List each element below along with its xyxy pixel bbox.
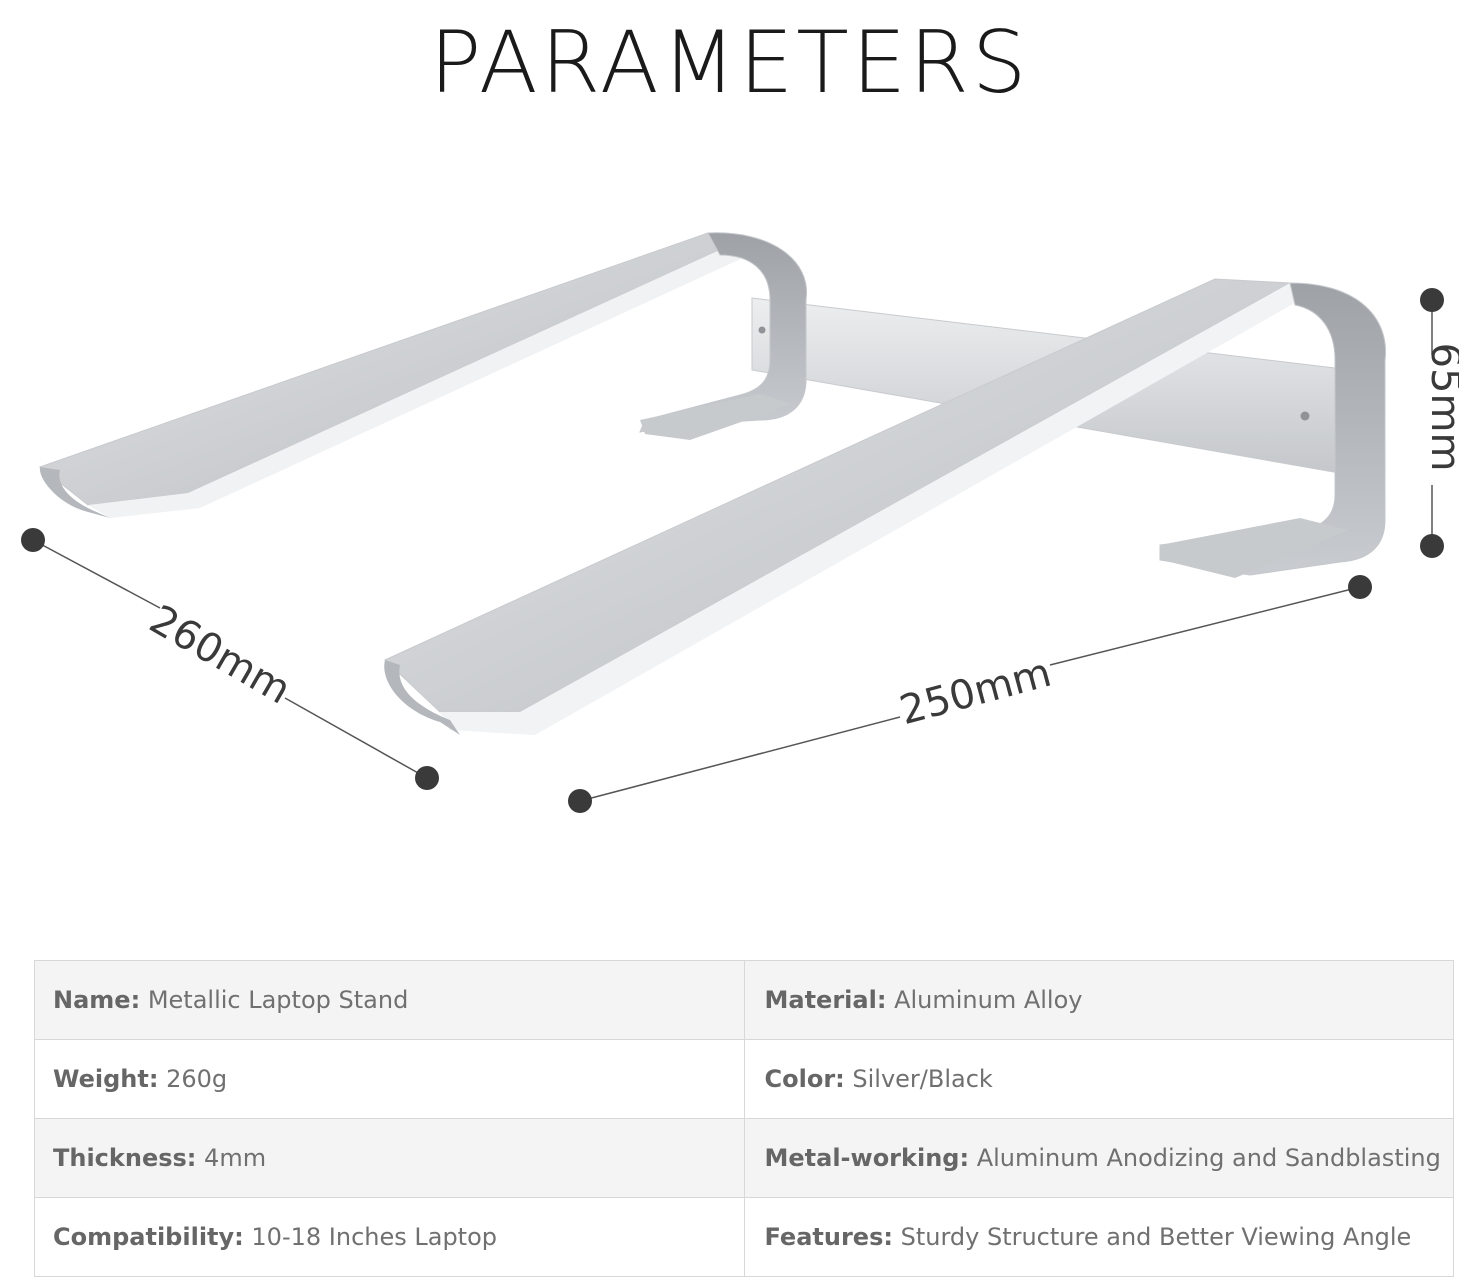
spec-value: Metallic Laptop Stand	[147, 986, 409, 1014]
dimension-width-label: 250mm	[895, 650, 1056, 734]
table-row: Name: Metallic Laptop Stand Material: Al…	[34, 960, 1454, 1040]
table-row: Thickness: 4mm Metal-working: Aluminum A…	[34, 1118, 1454, 1198]
spec-table: Name: Metallic Laptop Stand Material: Al…	[34, 960, 1454, 1277]
back-arm	[38, 232, 808, 518]
spec-key: Color:	[764, 1065, 845, 1093]
spec-value: Silver/Black	[852, 1065, 993, 1093]
spec-value: 4mm	[204, 1144, 267, 1172]
spec-value: 10-18 Inches Laptop	[251, 1223, 498, 1251]
spec-cell: Color: Silver/Black	[743, 1039, 1454, 1119]
page-title: PARAMETERS	[429, 13, 1030, 113]
dimension-height-label: 65mm	[1422, 343, 1459, 472]
spec-key: Material:	[764, 986, 887, 1014]
spec-key: Thickness:	[53, 1144, 197, 1172]
spec-key: Compatibility:	[53, 1223, 244, 1251]
dimension-height-end-dot	[1420, 534, 1444, 558]
spec-cell: Compatibility: 10-18 Inches Laptop	[34, 1197, 745, 1277]
laptop-stand-illustration: 260mm 250mm 65mm	[21, 232, 1459, 813]
dimension-height: 65mm	[1420, 288, 1459, 558]
dimension-depth-start-dot	[21, 528, 45, 552]
dimension-depth-end-dot	[415, 766, 439, 790]
spec-cell: Features: Sturdy Structure and Better Vi…	[743, 1197, 1454, 1277]
spec-cell: Metal-working: Aluminum Anodizing and Sa…	[743, 1118, 1454, 1198]
spec-cell: Name: Metallic Laptop Stand	[34, 960, 745, 1040]
spec-key: Metal-working:	[764, 1144, 970, 1172]
spec-value: 260g	[166, 1065, 228, 1093]
spec-value: Aluminum Anodizing and Sandblasting	[976, 1144, 1441, 1172]
dimension-width-end-dot	[1348, 575, 1372, 599]
spec-cell: Thickness: 4mm	[34, 1118, 745, 1198]
spec-key: Weight:	[53, 1065, 159, 1093]
dimension-height-start-dot	[1420, 288, 1444, 312]
dimension-width-start-dot	[568, 789, 592, 813]
table-row: Compatibility: 10-18 Inches Laptop Featu…	[34, 1197, 1454, 1277]
table-row: Weight: 260g Color: Silver/Black	[34, 1039, 1454, 1119]
front-arm	[384, 278, 1387, 735]
dimension-depth-label: 260mm	[142, 597, 299, 714]
spec-cell: Weight: 260g	[34, 1039, 745, 1119]
spec-cell: Material: Aluminum Alloy	[743, 960, 1454, 1040]
dimension-depth: 260mm	[21, 528, 439, 790]
spec-key: Name:	[53, 986, 141, 1014]
spec-key: Features:	[764, 1223, 893, 1251]
spec-value: Sturdy Structure and Better Viewing Angl…	[900, 1223, 1412, 1251]
spec-value: Aluminum Alloy	[894, 986, 1083, 1014]
